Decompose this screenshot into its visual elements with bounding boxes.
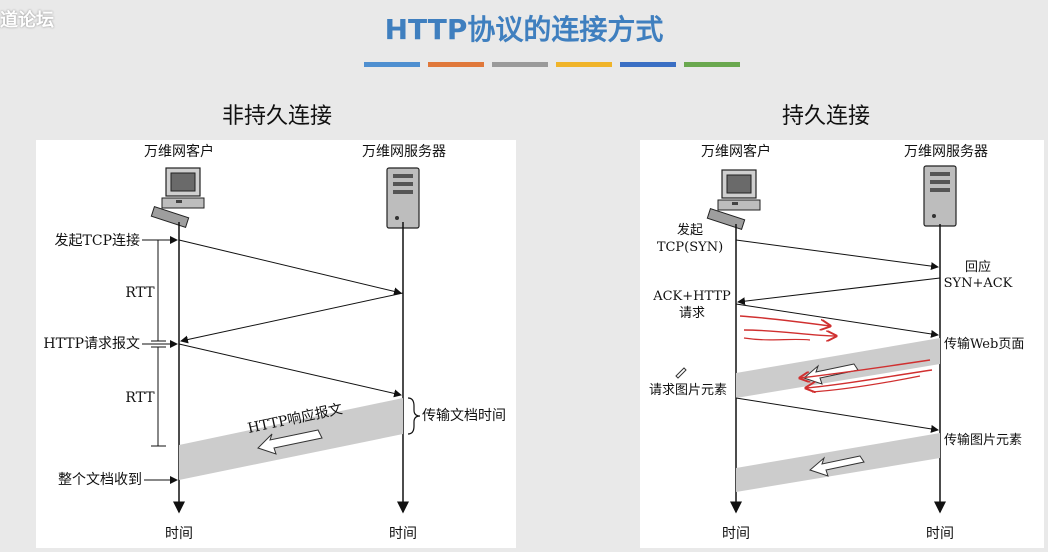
rtt1-label: RTT <box>125 285 155 301</box>
image-arrow-icon <box>809 455 865 477</box>
client-computer-icon <box>150 167 205 228</box>
doc-received-label: 整个文档收到 <box>58 472 142 488</box>
tcp-syn-arrow <box>178 239 402 296</box>
web-page-label: 传输Web页面 <box>944 336 1024 352</box>
red-annotation-stroke-1 <box>743 337 811 341</box>
server-icon <box>386 167 420 229</box>
persistent-diagram: 万维网客户 万维网服务器 发起 TCP(SYN) 回应 SYN+ACK ACK+… <box>640 140 1044 548</box>
accent-color-bar <box>364 62 740 67</box>
page-title: HTTP协议的连接方式 <box>384 13 664 46</box>
persistent-svg: 万维网客户 万维网服务器 发起 TCP(SYN) 回应 SYN+ACK ACK+… <box>649 143 1024 542</box>
step-tcp-label: 发起TCP连接 <box>55 232 140 249</box>
non-persistent-diagram: 万维网客户 万维网服务器 RTT RTT 发起TCP连接 HTTP请求报文 整个… <box>36 140 516 548</box>
pencil-icon <box>675 367 687 379</box>
accent-stripe-6 <box>684 62 740 67</box>
non-persistent-title: 非持久连接 <box>222 104 333 129</box>
syn-label-line1: 发起 <box>677 222 703 238</box>
red-annotation-arrow-4 <box>806 369 933 388</box>
ack-http-label-line2: 请求 <box>679 306 705 321</box>
server-icon <box>923 165 957 227</box>
accent-stripe-1 <box>364 62 420 67</box>
synack-label-line2: SYN+ACK <box>944 276 1013 291</box>
synack-label-line1: 回应 <box>965 259 991 275</box>
transfer-time-brace <box>407 397 421 435</box>
red-annotation-arrow-3 <box>800 359 931 378</box>
tcp-synack-arrow <box>180 292 404 344</box>
image-request-arrow <box>735 397 939 433</box>
non-persistent-svg: 万维网客户 万维网服务器 RTT RTT 发起TCP连接 HTTP请求报文 整个… <box>43 143 506 542</box>
synack-arrow <box>737 277 941 306</box>
client-label: 万维网客户 <box>701 143 771 160</box>
server-label: 万维网服务器 <box>904 144 988 160</box>
accent-stripe-4 <box>556 62 612 67</box>
red-annotation-arrow-1 <box>739 315 830 326</box>
accent-stripe-2 <box>428 62 484 67</box>
ack-http-label-line1: ACK+HTTP <box>652 289 731 304</box>
syn-arrow <box>735 239 939 271</box>
http-request-arrow <box>735 303 939 338</box>
step-http-request-label: HTTP请求报文 <box>43 336 140 352</box>
client-label: 万维网客户 <box>144 143 214 160</box>
client-computer-icon <box>706 169 761 230</box>
red-annotation-stroke-2 <box>811 375 921 393</box>
image-transfer-label: 传输图片元素 <box>944 432 1022 448</box>
rtt2-label: RTT <box>125 390 155 406</box>
response-arrow-icon <box>257 429 323 455</box>
red-annotation-arrow-2 <box>743 329 836 336</box>
client-time-label: 时间 <box>722 526 750 542</box>
server-time-label: 时间 <box>926 526 954 542</box>
http-request-arrow <box>178 343 402 398</box>
accent-stripe-5 <box>620 62 676 67</box>
persistent-title: 持久连接 <box>782 104 871 129</box>
server-label: 万维网服务器 <box>362 144 446 160</box>
syn-label-line2: TCP(SYN) <box>657 240 723 255</box>
accent-stripe-3 <box>492 62 548 67</box>
watermark: 道论坛 <box>0 10 54 31</box>
client-time-label: 时间 <box>165 526 193 542</box>
transfer-time-label: 传输文档时间 <box>422 408 506 424</box>
request-image-label: 请求图片元素 <box>649 383 727 398</box>
server-time-label: 时间 <box>389 526 417 542</box>
